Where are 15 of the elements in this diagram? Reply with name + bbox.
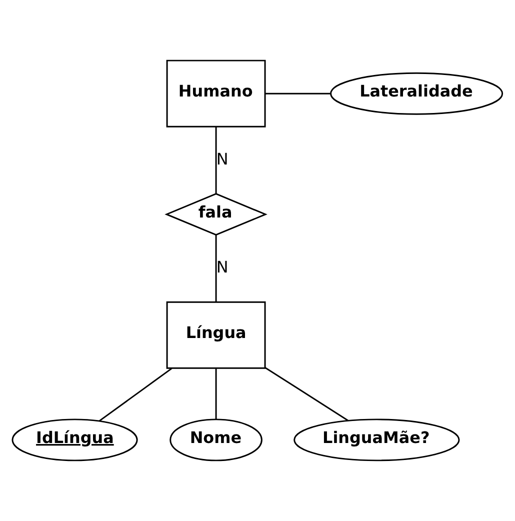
node-diamond: fala [164,193,268,236]
connector [98,368,172,422]
edge-label: N [216,258,228,277]
node-ellipse: IdLíngua [12,418,138,462]
connector [215,368,217,420]
node-box: Língua [166,301,266,369]
edge-label: N [216,149,228,168]
node-box: Humano [166,60,266,128]
connector [265,92,331,94]
connector [264,366,348,422]
node-ellipse: Nome [170,418,262,462]
node-ellipse: Lateralidade [330,72,504,115]
node-ellipse: LinguaMãe? [294,418,460,462]
connector [215,126,217,194]
connector [215,235,217,302]
